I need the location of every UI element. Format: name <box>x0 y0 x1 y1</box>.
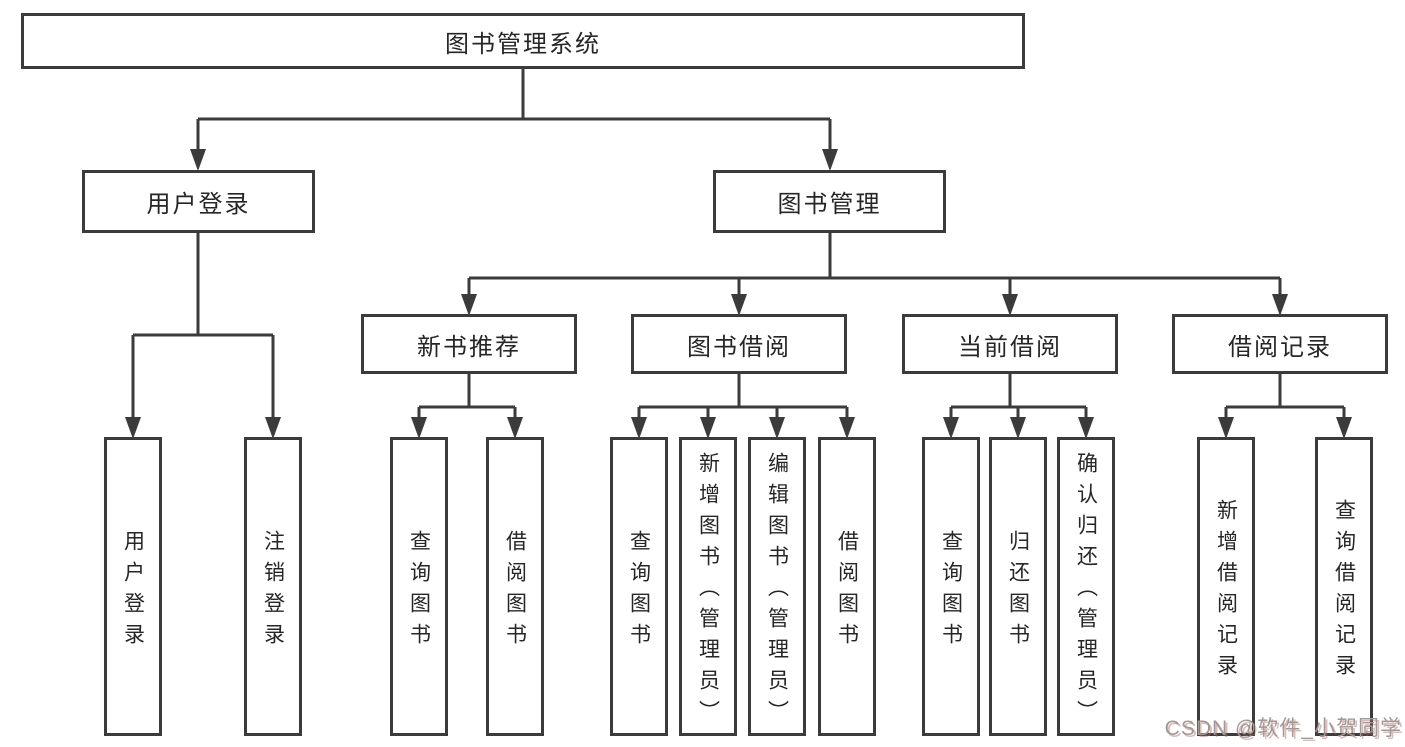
leaf-return-books: 归还图书 <box>989 437 1047 736</box>
leaf-confirm-return-admin-label: 确认归还（管理员） <box>1074 452 1098 731</box>
leaf-query-books-current-label: 查询图书 <box>939 529 963 654</box>
node-user-login: 用户登录 <box>82 170 315 233</box>
leaf-add-books-admin-label: 新增图书（管理员） <box>696 452 720 731</box>
leaf-logout: 注销登录 <box>244 437 302 736</box>
node-borrow-records: 借阅记录 <box>1172 314 1388 374</box>
node-current-borrow: 当前借阅 <box>902 314 1118 374</box>
leaf-query-books-borrow-label: 查询图书 <box>627 529 651 654</box>
node-book-management: 图书管理 <box>713 170 946 233</box>
leaf-query-borrow-record-label: 查询借阅记录 <box>1332 498 1356 685</box>
node-user-login-label: 用户登录 <box>146 191 251 218</box>
leaf-query-books-borrow: 查询图书 <box>610 437 668 736</box>
leaf-query-borrow-record: 查询借阅记录 <box>1315 437 1373 736</box>
node-book-borrow-label: 图书借阅 <box>687 333 791 361</box>
leaf-user-login-label: 用户登录 <box>121 529 145 654</box>
leaf-borrow-books-label: 借阅图书 <box>835 529 859 654</box>
node-book-management-label: 图书管理 <box>777 191 882 218</box>
node-current-borrow-label: 当前借阅 <box>958 333 1062 361</box>
leaf-borrow-books: 借阅图书 <box>818 437 876 736</box>
watermark-text: CSDN @软件_小贺同学 <box>1164 717 1402 740</box>
leaf-query-books-recommend-label: 查询图书 <box>407 529 431 654</box>
leaf-borrow-books-recommend-label: 借阅图书 <box>503 529 527 654</box>
leaf-add-borrow-record: 新增借阅记录 <box>1197 437 1255 736</box>
leaf-add-borrow-record-label: 新增借阅记录 <box>1214 498 1238 685</box>
leaf-edit-books-admin-label: 编辑图书（管理员） <box>765 452 789 731</box>
node-library-system-label: 图书管理系统 <box>445 30 601 58</box>
leaf-user-login: 用户登录 <box>104 437 162 736</box>
node-library-system: 图书管理系统 <box>21 13 1025 69</box>
leaf-return-books-label: 归还图书 <box>1006 529 1030 654</box>
node-new-book-recommend-label: 新书推荐 <box>417 333 521 361</box>
leaf-edit-books-admin: 编辑图书（管理员） <box>748 437 806 736</box>
leaf-query-books-recommend: 查询图书 <box>390 437 448 736</box>
node-new-book-recommend: 新书推荐 <box>361 314 577 374</box>
node-borrow-records-label: 借阅记录 <box>1228 333 1332 361</box>
leaf-add-books-admin: 新增图书（管理员） <box>679 437 737 736</box>
leaf-query-books-current: 查询图书 <box>922 437 980 736</box>
arrowheads <box>125 149 1352 439</box>
leaf-confirm-return-admin: 确认归还（管理员） <box>1057 437 1115 736</box>
leaf-borrow-books-recommend: 借阅图书 <box>486 437 544 736</box>
node-book-borrow: 图书借阅 <box>631 314 847 374</box>
leaf-logout-label: 注销登录 <box>261 529 285 654</box>
